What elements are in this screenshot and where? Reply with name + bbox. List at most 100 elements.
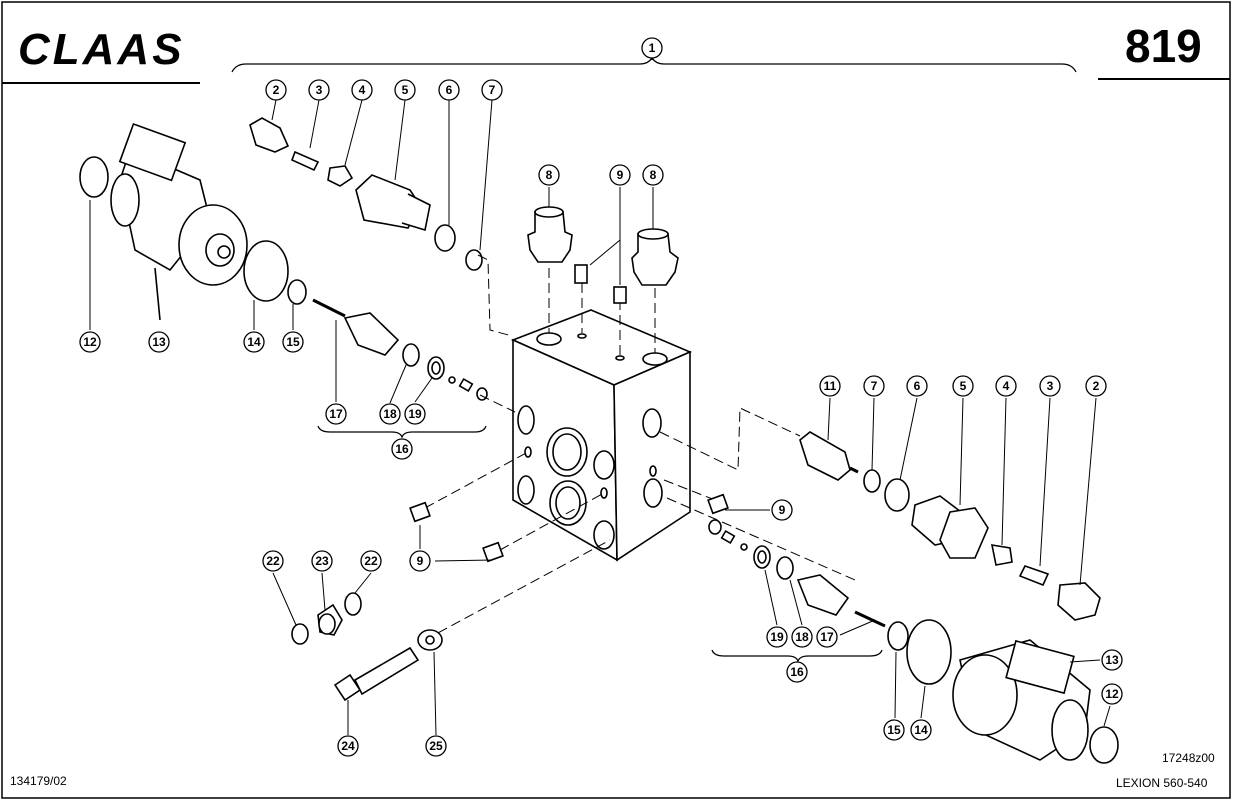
leader-lines [89,99,1111,736]
callout-label: 15 [887,723,901,737]
callout-label: 7 [871,379,878,393]
callout-17: 17 [325,403,347,425]
doc-number: 134179/02 [10,774,67,788]
callout-label: 15 [286,335,300,349]
callout-16: 16 [786,661,808,683]
drawing-ref: 17248z00 [1162,751,1215,765]
callout-label: 14 [247,335,261,349]
callout-label: 11 [824,379,837,393]
callout-17: 17 [816,626,838,648]
callout-label: 22 [364,554,378,568]
callout-11: 11 [819,375,841,397]
callout-label: 5 [402,83,409,97]
callout-7: 7 [863,375,885,397]
leader [589,239,621,266]
callout-label: 17 [329,407,343,421]
seal-rings-right [708,519,1119,764]
valve-cartridge-right [799,431,1101,621]
callout-label: 19 [408,407,422,421]
callout-label: 2 [1093,379,1100,393]
callout-label: 12 [1105,687,1119,701]
model-name: LEXION 560-540 [1116,776,1208,790]
callout-label: 9 [617,168,624,182]
callout-label: 4 [1003,379,1010,393]
callout-label: 5 [960,379,967,393]
callout-14: 14 [910,719,932,741]
callout-4: 4 [995,375,1017,397]
solenoid-coil-left [79,122,248,321]
callout-6: 6 [906,375,928,397]
callout-label: 17 [820,630,834,644]
callout-label: 4 [359,83,366,97]
callout-24: 24 [337,735,359,757]
assembly-bracket-1 [231,56,1077,73]
callout-5: 5 [394,79,416,101]
callout-5: 5 [952,375,974,397]
small-parts-lower [291,493,729,702]
valve-block [510,309,693,562]
callout-2: 2 [265,79,287,101]
callout-12: 12 [1101,683,1123,705]
callout-label: 16 [790,665,804,679]
assembly-lines [424,254,856,641]
callout-18: 18 [379,403,401,425]
callout-7: 7 [481,79,503,101]
callout-12: 12 [79,331,101,353]
fittings-top [527,206,679,304]
callout-15: 15 [282,331,304,353]
callout-label: 16 [395,442,409,456]
callout-4: 4 [351,79,373,101]
callout-1: 1 [641,37,663,59]
assembly-bracket-16 [317,425,883,663]
callout-label: 19 [770,630,784,644]
callout-14: 14 [243,331,265,353]
callout-label: 1 [649,41,656,55]
seal-rings-left [243,224,488,401]
callout-label: 7 [489,83,496,97]
callout-label: 12 [83,335,97,349]
callout-22: 22 [262,550,284,572]
callout-2: 2 [1085,375,1107,397]
callout-label: 24 [341,739,355,753]
callout-13: 13 [148,331,170,353]
callout-label: 8 [546,168,553,182]
page-number: 819 [1125,20,1202,72]
callout-9: 9 [609,164,631,186]
callout-19: 19 [766,626,788,648]
callout-label: 13 [152,335,166,349]
callout-6: 6 [438,79,460,101]
callout-8: 8 [642,164,664,186]
callout-label: 3 [1047,379,1054,393]
callout-label: 3 [316,83,323,97]
callout-label: 6 [446,83,453,97]
callout-3: 3 [308,79,330,101]
callout-label: 9 [779,503,786,517]
callout-label: 6 [914,379,921,393]
callout-25: 25 [425,735,447,757]
valve-cartridge-left [249,117,431,356]
callout-22: 22 [360,550,382,572]
claas-logo: CLAAS [18,25,185,74]
callout-label: 18 [383,407,397,421]
callout-label: 13 [1105,653,1119,667]
callout-label: 18 [795,630,809,644]
callout-15: 15 [883,719,905,741]
valve-cartridge-right-lower [796,574,886,628]
callout-label: 14 [914,723,928,737]
callout-3: 3 [1039,375,1061,397]
callout-label: 25 [429,739,443,753]
callout-label: 9 [417,554,424,568]
callout-label: 2 [273,83,280,97]
callout-label: 22 [266,554,280,568]
callout-8: 8 [538,164,560,186]
callout-9: 9 [771,499,793,521]
callout-9: 9 [409,550,431,572]
callout-18: 18 [791,626,813,648]
callout-label: 23 [315,554,329,568]
callout-13: 13 [1101,649,1123,671]
solenoid-coil-right [952,639,1091,761]
callout-23: 23 [311,550,333,572]
